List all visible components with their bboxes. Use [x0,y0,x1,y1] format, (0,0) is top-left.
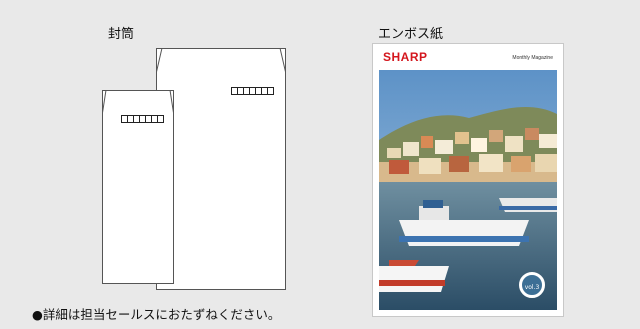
postal-code-boxes [231,87,274,95]
emboss-paper-label: エンボス紙 [378,27,444,42]
magazine-subtitle: Monthly Magazine [512,55,553,61]
harbor-photo: vol.3 [379,70,557,310]
brand-logo: SHARP [383,50,428,64]
envelope-label: 封筒 [108,27,135,42]
contact-note: ●詳細は担当セールスにおたずねください。 [32,307,281,322]
envelope-flap [156,48,286,74]
embossed-magazine-cover: SHARP Monthly Magazine [372,43,564,317]
volume-badge: vol.3 [519,272,545,298]
small-envelope [102,90,174,284]
envelope-flap [102,90,174,116]
large-envelope [156,48,286,290]
postal-code-boxes [121,115,164,123]
